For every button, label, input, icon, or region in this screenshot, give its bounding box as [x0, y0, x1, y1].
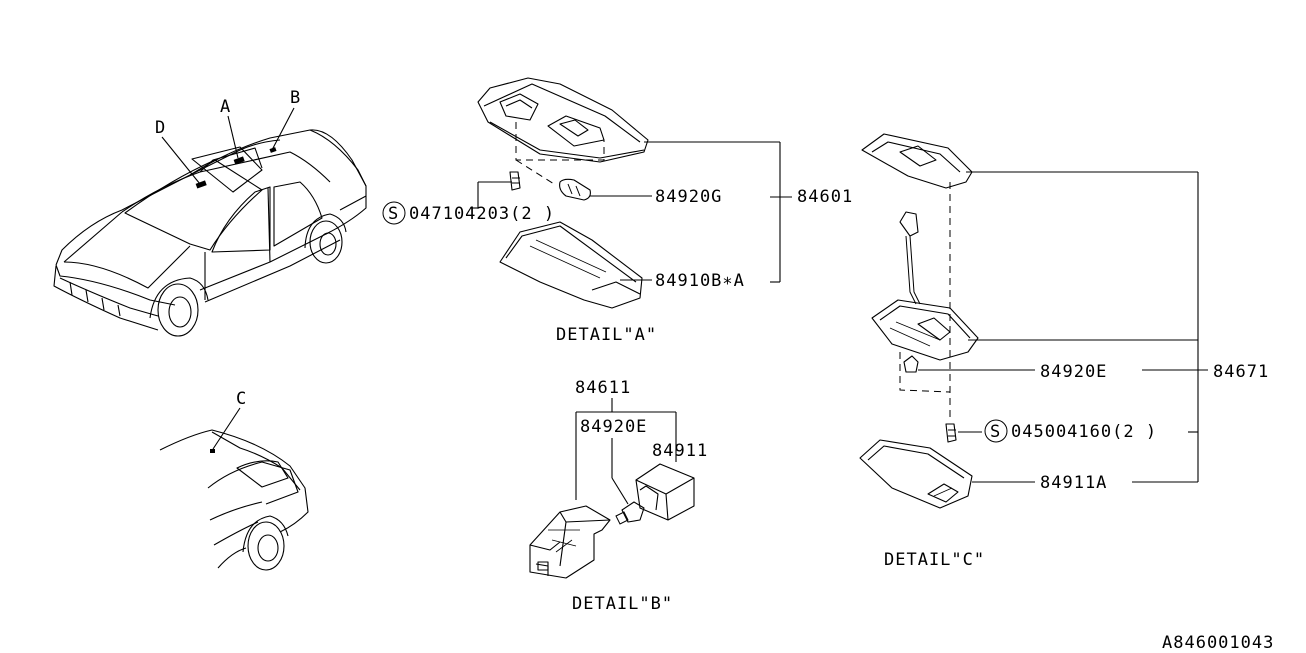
part-number-socket-b: 84911: [652, 441, 708, 461]
callout-d: D: [155, 118, 165, 138]
part-number-assembly-b: 84611: [575, 378, 631, 398]
part-number-bulb-a: 84920G: [655, 187, 722, 207]
part-number-bulb-b: 84920E: [580, 417, 647, 437]
screw-badge-a: S: [388, 204, 398, 224]
car-callouts: A B D: [155, 88, 300, 185]
part-number-assembly-c: 84671: [1213, 362, 1269, 382]
part-number-bulb-c: 84920E: [1040, 362, 1107, 382]
callout-b: B: [290, 88, 300, 108]
part-number-lens-a: 84910B∗A: [655, 271, 745, 291]
screw-badge-c: S: [990, 422, 1000, 442]
detail-c-title: DETAIL"C": [884, 550, 985, 570]
part-number-assembly-a: 84601: [797, 187, 853, 207]
car-illustration: [53, 129, 367, 337]
part-number-lens-c: 84911A: [1040, 473, 1107, 493]
detail-b-title: DETAIL"B": [572, 594, 673, 614]
car-rear-illustration: C: [159, 389, 309, 571]
callout-a: A: [220, 97, 230, 117]
callout-c: C: [236, 389, 246, 409]
part-number-screw-a: 047104203(2 ): [409, 204, 555, 224]
part-number-screw-c: 045004160(2 ): [1011, 422, 1157, 442]
detail-b: 84611 84920E 84911 DETAIL"B": [529, 378, 708, 614]
detail-c: 84920E 84671 S 045004160(2 ) 84911A DETA…: [859, 133, 1269, 570]
detail-a-title: DETAIL"A": [556, 325, 657, 345]
diagram-id: A846001043: [1162, 633, 1274, 653]
detail-a: S 047104203(2 ) 84920G 84910B∗A 84601 DE…: [382, 77, 853, 345]
